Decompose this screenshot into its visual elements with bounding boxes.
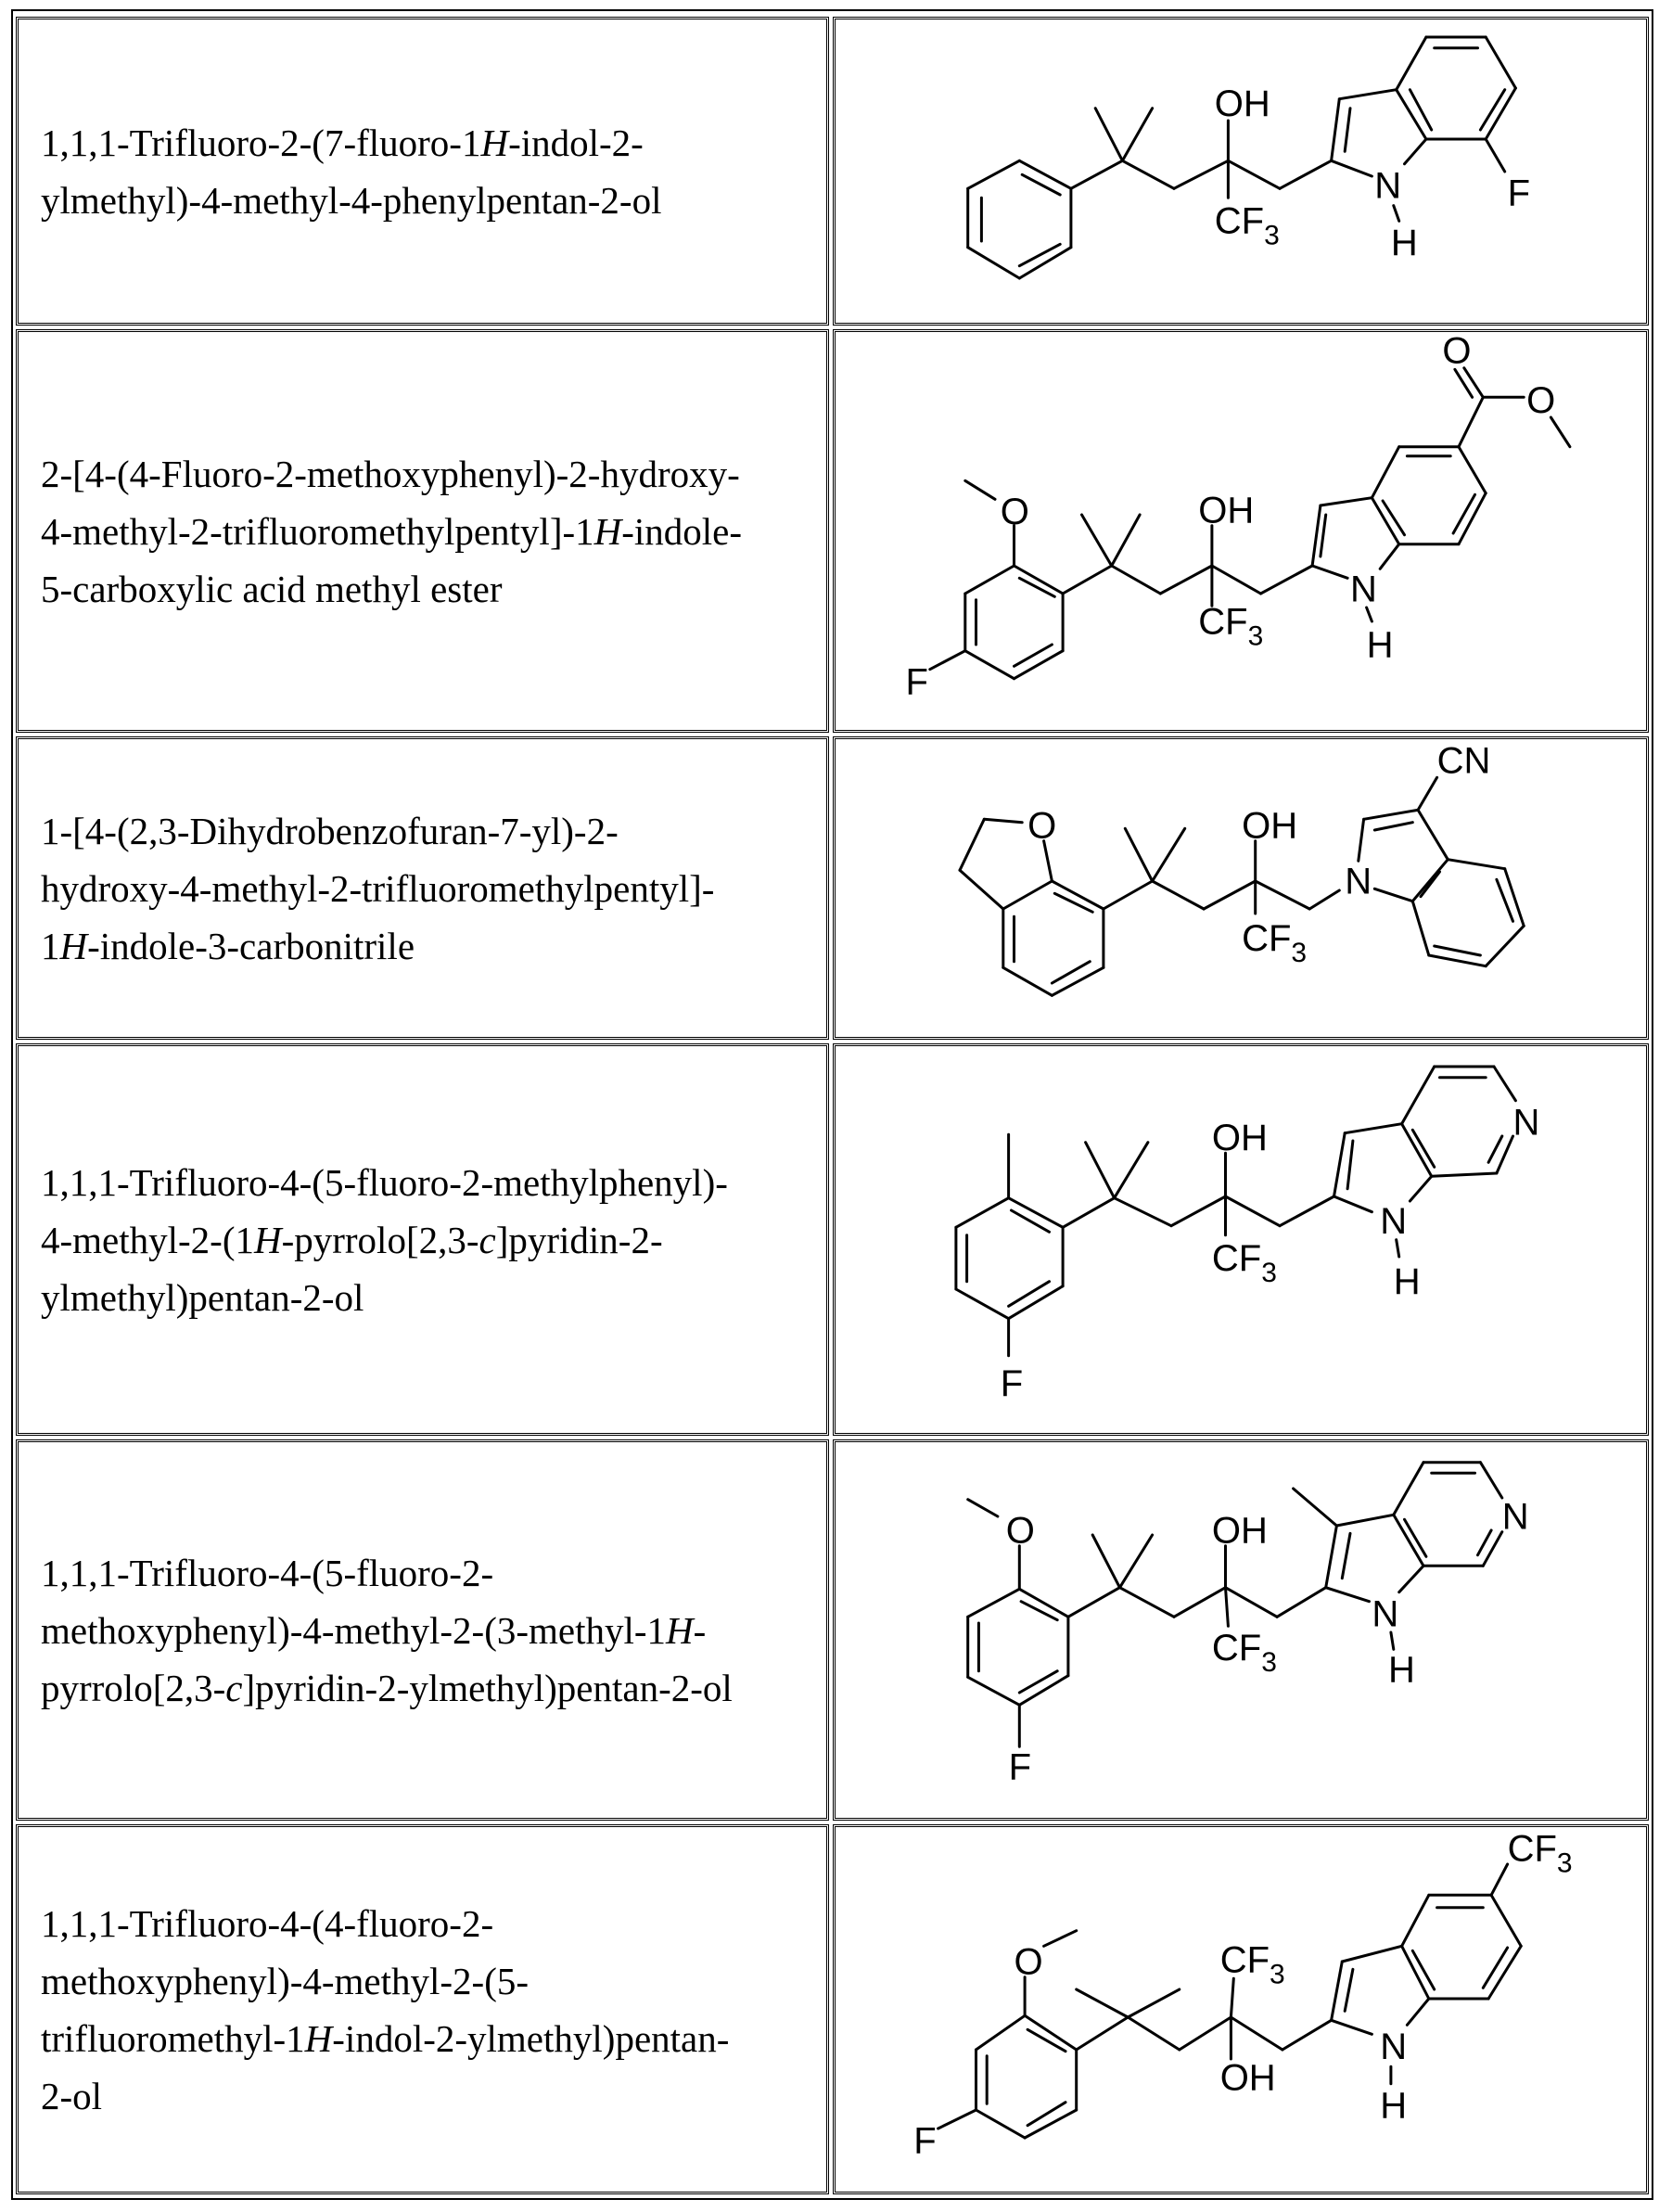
compound-name-cell: 1,1,1-Trifluoro-4-(5-fluoro-2- methoxyphe… [16, 1439, 829, 1821]
compound-name-line: pyrrolo[2,3-c]pyridin-2-ylmethyl)pentan-… [41, 1659, 826, 1717]
name-text: methoxyphenyl)-4-methyl-2-(3-methyl-1 [41, 1608, 667, 1652]
italic-locant: H [304, 2016, 333, 2060]
name-text: -indol-2-ylmethyl)pentan- [332, 2016, 730, 2060]
name-text: 1,1,1-Trifluoro-4-(4-fluoro-2- [41, 1901, 494, 1945]
name-text: 1-[4-(2,3-Dihydrobenzofuran-7-yl)-2- [41, 809, 619, 852]
compound-name-line: methoxyphenyl)-4-methyl-2-(3-methyl-1H- [41, 1602, 826, 1659]
name-text: 4-methyl-2-trifluoromethylpentyl]-1 [41, 509, 594, 553]
compound-name-line: 5-carboxylic acid methyl ester [41, 560, 826, 618]
name-text: 2-ol [41, 2074, 103, 2117]
compound-name-line: 1,1,1-Trifluoro-4-(5-fluoro-2- [41, 1544, 826, 1602]
compound-name-line: ylmethyl)pentan-2-ol [41, 1269, 826, 1326]
italic-locant: H [59, 924, 88, 967]
name-text: methoxyphenyl)-4-methyl-2-(5- [41, 1959, 530, 2002]
name-text: 1,1,1-Trifluoro-2-(7-fluoro-1 [41, 121, 481, 164]
compound-name-line: 4-methyl-2-trifluoromethylpentyl]-1H-ind… [41, 503, 826, 560]
compound-name-cell: 1,1,1-Trifluoro-4-(5-fluoro-2-methylphen… [16, 1043, 829, 1436]
name-text: 2-[4-(4-Fluoro-2-methoxyphenyl)-2-hydrox… [41, 452, 740, 495]
compound-name-line: 2-[4-(4-Fluoro-2-methoxyphenyl)-2-hydrox… [41, 445, 826, 503]
compound-name-cell: 2-[4-(4-Fluoro-2-methoxyphenyl)-2-hydrox… [16, 329, 829, 733]
compound-name-cell: 1,1,1-Trifluoro-4-(4-fluoro-2- methoxyphe… [16, 1824, 829, 2194]
italic-locant: H [480, 121, 509, 164]
compound-name-line: 2-ol [41, 2067, 826, 2125]
name-text: trifluoromethyl-1 [41, 2016, 305, 2060]
name-text: - [693, 1608, 707, 1652]
compound-name-line: 1,1,1-Trifluoro-4-(5-fluoro-2-methylphen… [41, 1154, 826, 1211]
name-text: ]pyridin-2- [495, 1218, 663, 1261]
name-text: 1,1,1-Trifluoro-4-(5-fluoro-2- [41, 1551, 494, 1594]
name-text: 5-carboxylic acid methyl ester [41, 567, 503, 610]
structure-cell [833, 1043, 1649, 1436]
compound-name-line: 1,1,1-Trifluoro-2-(7-fluoro-1H-indol-2- [41, 114, 826, 172]
italic-locant: c [225, 1666, 243, 1709]
name-text: -indole- [621, 509, 743, 553]
name-text: -pyrrolo[2,3- [281, 1218, 479, 1261]
structure-cell [833, 1439, 1649, 1821]
compound-name-line: 1,1,1-Trifluoro-4-(4-fluoro-2- [41, 1895, 826, 1952]
italic-locant: H [253, 1218, 282, 1261]
name-text: 1 [41, 924, 60, 967]
compound-name-line: methoxyphenyl)-4-methyl-2-(5- [41, 1952, 826, 2010]
compound-name-cell: 1-[4-(2,3-Dihydrobenzofuran-7-yl)-2- hydr… [16, 736, 829, 1040]
structure-cell [833, 736, 1649, 1040]
compound-name-cell: 1,1,1-Trifluoro-2-(7-fluoro-1H-indol-2- y… [16, 17, 829, 326]
italic-locant: c [479, 1218, 496, 1261]
compound-name-line: ylmethyl)-4-methyl-4-phenylpentan-2-ol [41, 172, 826, 229]
compound-table [11, 9, 1653, 2200]
compound-name-line: 1-[4-(2,3-Dihydrobenzofuran-7-yl)-2- [41, 802, 826, 860]
name-text: ]pyridin-2-ylmethyl)pentan-2-ol [242, 1666, 733, 1709]
compound-name-line: 4-methyl-2-(1H-pyrrolo[2,3-c]pyridin-2- [41, 1211, 826, 1269]
structure-cell [833, 1824, 1649, 2194]
name-text: ylmethyl)-4-methyl-4-phenylpentan-2-ol [41, 178, 662, 222]
italic-locant: H [666, 1608, 694, 1652]
structure-cell [833, 17, 1649, 326]
compound-name-line: hydroxy-4-methyl-2-trifluoromethylpentyl… [41, 860, 826, 917]
structure-cell [833, 329, 1649, 733]
name-text: -indol-2- [508, 121, 644, 164]
name-text: 1,1,1-Trifluoro-4-(5-fluoro-2-methylphen… [41, 1160, 728, 1204]
compound-name-line: trifluoromethyl-1H-indol-2-ylmethyl)pent… [41, 2010, 826, 2067]
compound-name-line: 1H-indole-3-carbonitrile [41, 917, 826, 975]
name-text: -indole-3-carbonitrile [87, 924, 415, 967]
name-text: hydroxy-4-methyl-2-trifluoromethylpentyl… [41, 866, 715, 910]
name-text: ylmethyl)pentan-2-ol [41, 1275, 364, 1319]
name-text: pyrrolo[2,3- [41, 1666, 226, 1709]
name-text: 4-methyl-2-(1 [41, 1218, 254, 1261]
italic-locant: H [593, 509, 622, 553]
